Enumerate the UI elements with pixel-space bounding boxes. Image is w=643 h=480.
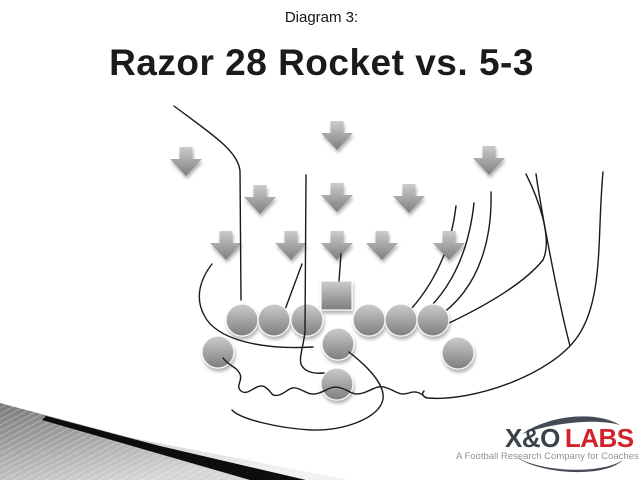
slide-title: Razor 28 Rocket vs. 5-3 [109, 42, 534, 83]
defense-arrow-icon [393, 184, 425, 213]
route-line [198, 263, 314, 349]
player-circle [257, 303, 291, 337]
play-route-lines [173, 105, 604, 431]
player-circle [441, 336, 475, 370]
player-circle [384, 303, 418, 337]
defense-arrow-icon [433, 231, 465, 260]
route-line [173, 105, 242, 301]
player-circle [352, 303, 386, 337]
logo-swoosh-icon [516, 416, 623, 473]
route-line [222, 357, 427, 399]
defense-arrow-icon [244, 185, 276, 214]
route-line [446, 173, 547, 325]
defender-pursuit-lines [276, 173, 547, 332]
player-circle [201, 335, 235, 369]
player-shapes [170, 121, 505, 401]
defense-arrow-icon [473, 146, 505, 175]
route-line [299, 174, 325, 374]
defense-arrow-icon [210, 231, 242, 260]
route-line [411, 205, 457, 309]
logo-tagline: A Football Research Company for Coaches [456, 451, 639, 462]
player-circle [225, 303, 259, 337]
player-circle [321, 327, 355, 361]
slide-subtitle: Diagram 3: [284, 9, 359, 26]
defense-arrow-icon [366, 231, 398, 260]
route-line [231, 351, 384, 431]
defense-arrow-icon [275, 231, 307, 260]
center-square [320, 280, 353, 311]
defense-arrow-icon [170, 147, 202, 176]
player-circle [416, 303, 450, 337]
route-line [535, 173, 571, 347]
defense-arrow-icon [321, 231, 353, 260]
player-circle [290, 303, 324, 337]
defense-arrow-icon [321, 183, 353, 212]
corner-decoration [0, 403, 350, 480]
route-line [435, 191, 492, 319]
logo-xo-text: X&O [505, 423, 560, 453]
player-circle [320, 367, 354, 401]
route-line [423, 202, 475, 314]
route-line [421, 171, 604, 400]
defense-arrow-icon [321, 121, 353, 150]
logo-labs-text: LABS [564, 423, 634, 453]
route-line [338, 253, 342, 282]
